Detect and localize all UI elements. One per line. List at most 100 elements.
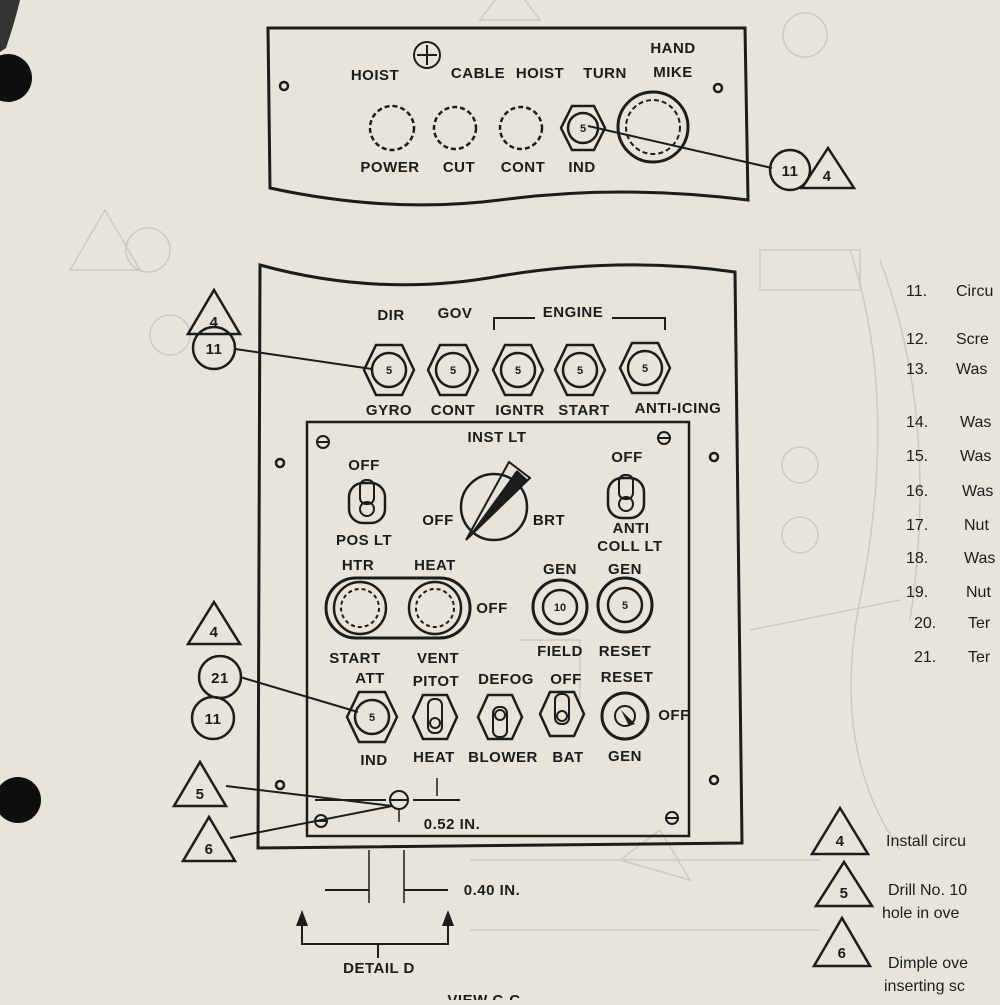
heater-rocker-switch xyxy=(324,576,472,640)
start-light: 5 xyxy=(553,343,607,397)
note-line: hole in ove xyxy=(882,905,959,922)
upper-top-label: CABLE xyxy=(451,65,505,82)
pos-lt-toggle xyxy=(347,479,387,525)
heat-label: HEAT xyxy=(414,557,456,574)
cable-cut-button xyxy=(432,105,478,151)
defog-blower-toggle xyxy=(476,693,524,741)
gen-reset-label: RESET xyxy=(599,643,652,660)
heat2-label: HEAT xyxy=(413,749,455,766)
blower-label: BLOWER xyxy=(468,749,538,766)
inst-lt-knob xyxy=(459,460,532,542)
engine-bottom-label: START xyxy=(558,402,609,419)
legend-text: Was xyxy=(962,483,993,500)
heater-vent-label: VENT xyxy=(417,650,459,667)
note-tri: 4 xyxy=(836,833,845,850)
anti-coll-lt-toggle xyxy=(606,474,646,520)
svg-text:5: 5 xyxy=(386,365,392,377)
engine-bottom-label: GYRO xyxy=(366,402,412,419)
legend-num: 19. xyxy=(906,584,928,601)
engine-bottom-label: ANTI-ICING xyxy=(635,400,722,417)
upper-bottom-label: IND xyxy=(568,159,595,176)
upper-bottom-label: POWER xyxy=(360,159,419,176)
legend-num: 17. xyxy=(906,517,928,534)
dimple-screw-icon xyxy=(389,790,409,810)
svg-text:11: 11 xyxy=(782,163,799,180)
heater-off-label: OFF xyxy=(476,600,508,617)
screw-icon xyxy=(413,41,441,69)
note-line: Dimple ove xyxy=(888,955,968,972)
legend-num: 11. xyxy=(906,283,927,300)
callout-circle: 11 xyxy=(205,711,222,728)
callout-tri: 5 xyxy=(196,786,205,803)
inst-lt-off-label: OFF xyxy=(422,512,454,529)
anti-icing-light: 5 xyxy=(618,341,672,395)
svg-text:5: 5 xyxy=(622,600,628,612)
parts-legend: 11. Circu 12. Scre 13. Was 14. Was 15. W… xyxy=(906,283,995,666)
inst-lt-brt-label: BRT xyxy=(533,512,565,529)
pos-lt-off-label: OFF xyxy=(348,457,380,474)
legend-text: Nut xyxy=(966,584,991,601)
heater-start-label: START xyxy=(329,650,380,667)
legend-num: 18. xyxy=(906,550,928,567)
engine-bottom-label: IGNTR xyxy=(495,402,544,419)
detail-d-label: DETAIL D xyxy=(343,960,415,977)
gen-reset-breaker: 5 xyxy=(596,576,654,634)
gen-reset-switch xyxy=(600,691,650,741)
gen2-label: GEN xyxy=(608,748,642,765)
att-label: ATT xyxy=(355,670,385,687)
gov-label: GOV xyxy=(438,305,473,322)
hoist-power-button xyxy=(368,104,416,152)
svg-text:5: 5 xyxy=(450,365,456,377)
legend-text: Was xyxy=(964,550,995,567)
background-ghost-lines xyxy=(68,0,921,931)
anti-coll-off-label: OFF xyxy=(611,449,643,466)
gen-field-top-label: GEN xyxy=(543,561,577,578)
view-title: VIEW C-C xyxy=(447,992,520,1000)
legend-text: Ter xyxy=(968,615,991,632)
dimension-052: 0.52 IN. xyxy=(424,816,481,833)
hand-mike-jack xyxy=(616,90,690,164)
pos-lt-label: POS LT xyxy=(336,532,392,549)
svg-text:5: 5 xyxy=(369,712,375,724)
gen-reset-top-label: GEN xyxy=(608,561,642,578)
gen-off-label: OFF xyxy=(658,707,690,724)
inst-lt-label: INST LT xyxy=(467,429,526,446)
note-tri: 6 xyxy=(838,945,847,962)
lower-subpanel: INST LT OFF BRT OFF POS LT OFF ANTI COLL… xyxy=(305,420,691,838)
bat-off-label: OFF xyxy=(550,671,582,688)
detail-d-dimensions: 0.40 IN. DETAIL D VIEW C-C xyxy=(296,850,521,1005)
upper-bottom-label: CUT xyxy=(443,159,475,176)
htr-label: HTR xyxy=(342,557,374,574)
legend-num: 20. xyxy=(914,615,936,632)
callout-tri: 4 xyxy=(210,624,219,641)
callout-top: 11 4 xyxy=(768,145,857,192)
dir-label: DIR xyxy=(377,307,404,324)
svg-text:4: 4 xyxy=(823,168,832,185)
defog-label: DEFOG xyxy=(478,671,534,688)
upper-panel: HOIST CABLE HOIST TURN HAND MIKE 5 POWER… xyxy=(266,26,773,207)
gen-reset2-label: RESET xyxy=(601,669,654,686)
callout-circle: 21 xyxy=(211,670,229,687)
hand-mike-label: HAND xyxy=(650,40,695,57)
legend-num: 12. xyxy=(906,331,928,348)
callout-circle: 11 xyxy=(206,341,223,358)
legend-num: 13. xyxy=(906,361,928,378)
note-line: Install circu xyxy=(886,833,966,850)
ind-label: IND xyxy=(360,752,387,769)
battery-toggle xyxy=(538,690,586,738)
svg-text:10: 10 xyxy=(554,602,566,614)
note-line: inserting sc xyxy=(884,978,965,995)
anti-label: ANTI xyxy=(613,520,650,537)
svg-text:5: 5 xyxy=(577,365,583,377)
dimension-040: 0.40 IN. xyxy=(464,882,521,899)
legend-num: 15. xyxy=(906,448,928,465)
upper-top-label: HOIST xyxy=(351,67,399,84)
callout-tri: 6 xyxy=(205,841,214,858)
callout-tri: 4 xyxy=(210,314,219,331)
main-panel: DIR GOV ENGINE 5 5 5 5 xyxy=(256,263,744,850)
note-line: Drill No. 10 xyxy=(888,882,967,899)
engine-label: ENGINE xyxy=(543,304,604,321)
pitot-label: PITOT xyxy=(413,673,459,690)
upper-top-label: TURN xyxy=(583,65,627,82)
